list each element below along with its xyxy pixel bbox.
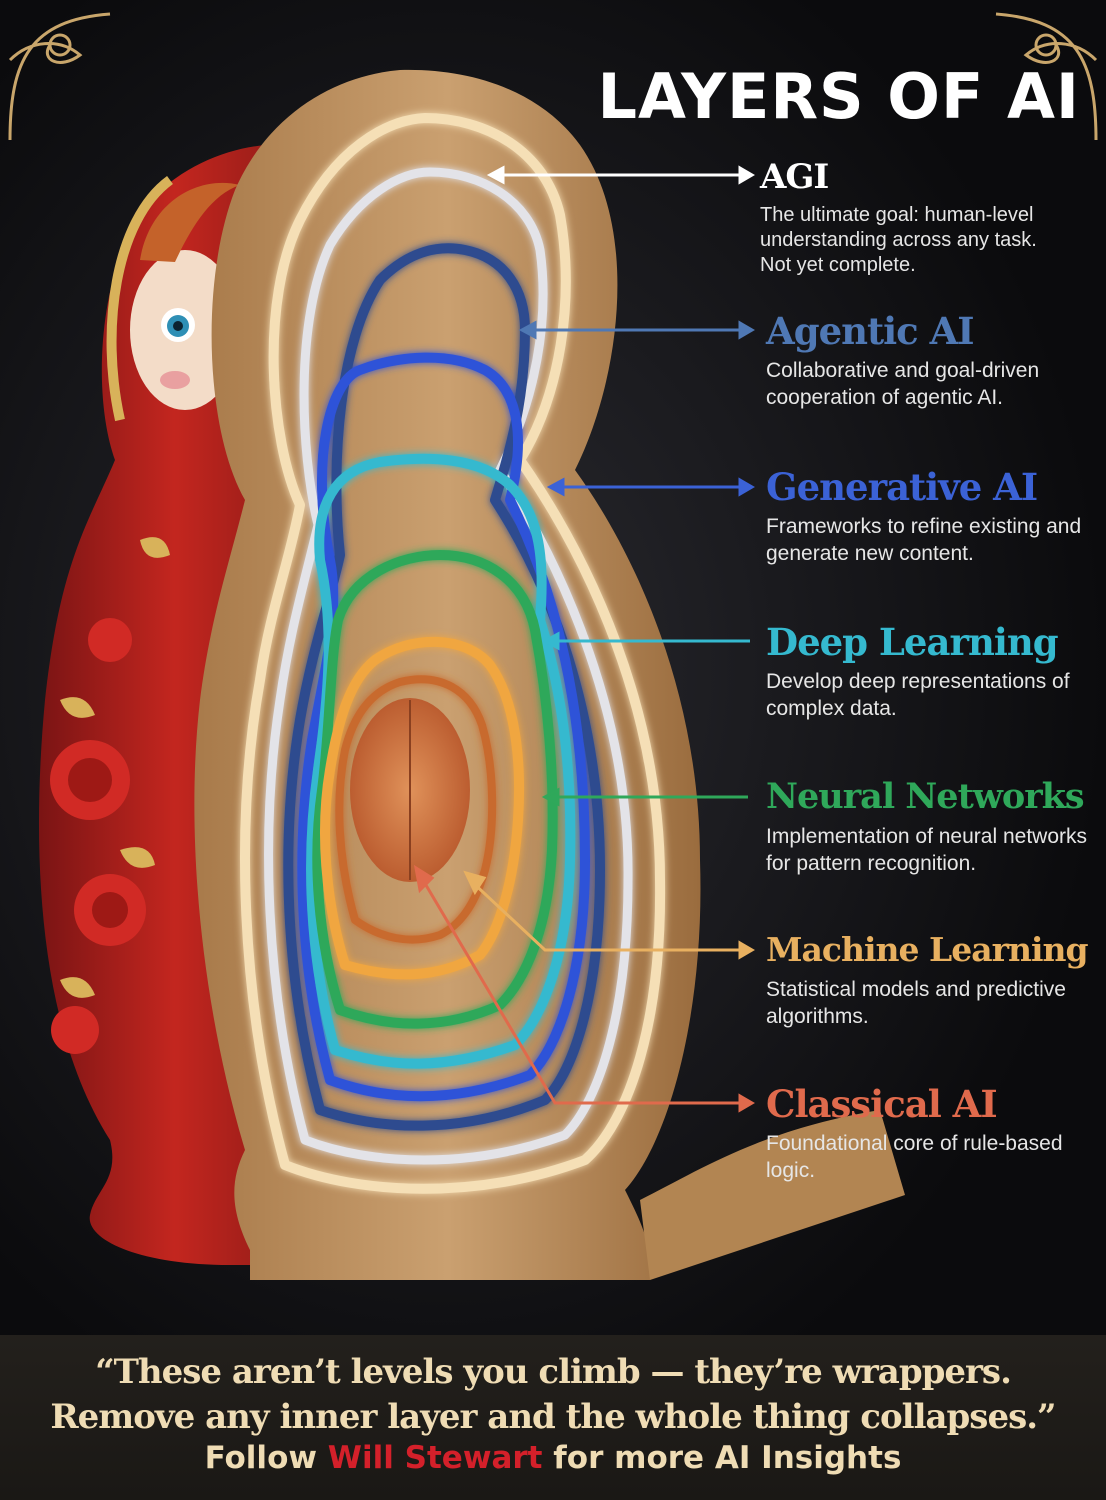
layer-generative-ai: Generative AI Frameworks to refine exist… [766,465,1106,567]
layer-description: Frameworks to refine existing and genera… [766,515,1082,565]
footer-band [0,1335,1106,1500]
layer-description: Develop deep representations of complex … [766,670,1070,720]
follow-suffix: for more AI Insights [553,1440,902,1476]
layer-name: Neural Networks [766,776,1085,817]
layer-description: The ultimate goal: human-level understan… [760,204,1037,276]
follow-line: Follow Will Stewart for more AI Insights [0,1440,1106,1476]
rose-decoration [50,537,170,1054]
layer-agi: AGI The ultimate goal: human-level under… [760,155,1100,278]
layer-name: Classical AI [766,1082,998,1126]
layer-name: Generative AI [766,465,1038,509]
layer-name: Deep Learning [766,620,1059,664]
layer-classical-ai: Classical AI Foundational core of rule-b… [766,1082,1106,1184]
layer-name: Agentic AI [766,309,975,353]
layer-deep-learning: Deep Learning Develop deep representatio… [766,620,1106,722]
layer-neural-networks: Neural Networks Implementation of neural… [766,775,1106,877]
layer-description: Statistical models and predictive algori… [766,978,1066,1028]
follow-prefix: Follow [204,1440,317,1476]
author-name: Will Stewart [327,1440,543,1476]
quote-line: “These aren’t levels you climb — they’re… [95,1352,1012,1392]
layer-name: AGI [760,157,829,197]
page-title: LAYERS OF AI [597,60,1080,133]
layer-machine-learning: Machine Learning Statistical models and … [766,928,1106,1030]
layer-name: Machine Learning [766,930,1089,969]
layer-description: Implementation of neural networks for pa… [766,825,1087,875]
quote-line: Remove any inner layer and the whole thi… [50,1397,1056,1437]
quote: “These aren’t levels you climb — they’re… [0,1350,1106,1440]
layer-description: Collaborative and goal-driven cooperatio… [766,359,1040,409]
layer-description: Foundational core of rule-based logic. [766,1132,1063,1182]
layer-agentic-ai: Agentic AI Collaborative and goal-driven… [766,309,1106,411]
